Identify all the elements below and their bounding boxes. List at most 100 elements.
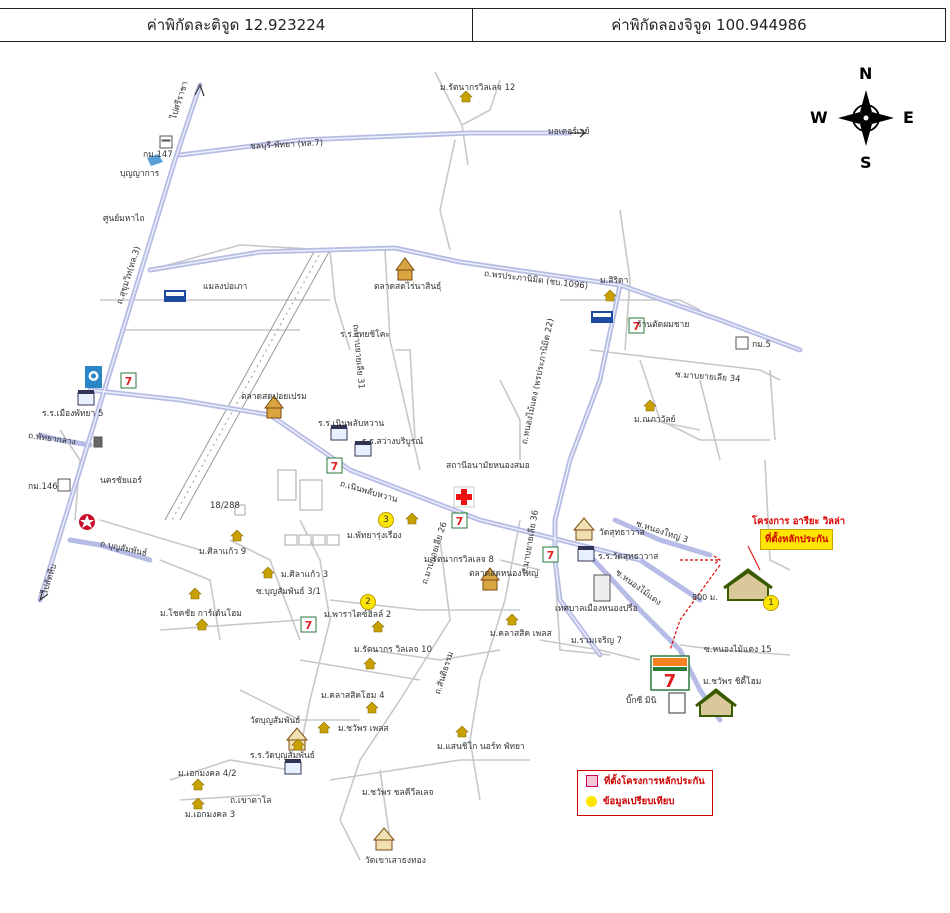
place-label: ม.รัตนากร วิลเลจ 10 <box>354 645 432 655</box>
place-label: แมลงปอเภา <box>203 282 248 292</box>
village-house-icon <box>291 738 305 751</box>
village-house-icon <box>371 620 385 633</box>
lotus-icon <box>164 290 186 302</box>
place-label: กม.147 <box>143 150 173 160</box>
main-roads-center <box>39 84 801 656</box>
compass-north: N <box>859 64 873 83</box>
place-label: ม.รัตนากรวิลเลจ 12 <box>440 83 516 93</box>
seven-eleven-icon: 7 <box>451 512 468 529</box>
place-label: ม.เอกมงคล 3 <box>185 810 236 820</box>
place-label: ร.ร.วัดสุทธาวาส <box>598 552 659 562</box>
village-house-icon <box>363 657 377 670</box>
village-house-icon <box>188 587 202 600</box>
road-label: ซ.หนองไม้แดง 15 <box>704 645 772 655</box>
longitude-readout: ค่าพิกัดลองจิจูด 100.944986 <box>472 9 945 41</box>
main-roads <box>37 82 803 723</box>
building-icon <box>57 135 749 602</box>
legend-collateral-label: ที่ตั้งโครงการหลักประกัน <box>604 775 705 787</box>
place-label: นครชัยแอร์ <box>100 476 142 486</box>
hospital-icon <box>453 486 475 508</box>
map-legend: ที่ตั้งโครงการหลักประกัน ข้อมูลเปรียบเที… <box>577 770 713 816</box>
temple-icon <box>395 257 415 281</box>
place-label: ร.ร.เมืองพัทยา 5 <box>42 409 104 419</box>
village-house-icon <box>505 613 519 626</box>
village-house-icon <box>191 797 205 810</box>
project-arrow-icon <box>680 555 722 565</box>
comparable-marker-2[interactable]: 2 <box>360 594 376 610</box>
seven-eleven-large-icon: 7 <box>650 655 690 692</box>
school-icon <box>77 154 595 775</box>
place-label: กม.146 <box>28 482 58 492</box>
place-label: บุญญาการ <box>120 169 160 179</box>
svg-text:7: 7 <box>664 671 677 692</box>
place-label: ร.ร.วัดบุญสัมพันธ์ <box>250 751 315 761</box>
compass-south: S <box>860 153 872 172</box>
svg-text:7: 7 <box>125 375 133 388</box>
place-label: ร้านตัดผมชาย <box>637 320 690 330</box>
comparable-marker-1[interactable]: 1 <box>763 595 779 611</box>
place-label: ม.พาราไดซ์ฮิลล์ 2 <box>324 610 392 620</box>
temple-icon <box>572 517 596 541</box>
place-label: บิ๊กซี มินิ <box>626 696 657 706</box>
legend-comparable-label: ข้อมูลเปรียบเทียบ <box>603 795 675 807</box>
built-blocks <box>234 469 340 546</box>
village-house-icon <box>459 90 473 103</box>
place-label: ม.ชวัพร ชลคีวีลเลจ <box>362 788 434 798</box>
place-label: ม.แสนชิโก นอร์ท พัทยา <box>437 742 525 752</box>
collateral-swatch-icon <box>586 775 598 787</box>
village-house-icon <box>191 778 205 791</box>
place-label: สถานีอนามัยหนองสมอ <box>446 461 530 471</box>
gas-station-icon <box>85 366 102 388</box>
seven-eleven-icon: 7 <box>542 546 559 563</box>
bigc-mini-icon <box>668 692 686 714</box>
place-label: ร.ร.เนินพลับหวาน <box>318 419 385 429</box>
svg-text:7: 7 <box>456 515 464 528</box>
place-label: เทศบาลเมืองหนองปรือ <box>555 604 638 614</box>
comparable-house-icon <box>695 688 737 717</box>
railway <box>164 249 331 521</box>
place-label: ม.ชวัพร ชิตี้โฮม <box>703 677 762 687</box>
place-label: ร.ร.ไทยชิโคะ <box>340 330 390 340</box>
place-label: ตลาดสดปอยเปรม <box>241 392 307 402</box>
road-label: ซ.บุญสัมพันธ์ 3/1 <box>256 587 321 597</box>
svg-text:7: 7 <box>305 619 313 632</box>
village-house-icon <box>365 701 379 714</box>
village-house-icon <box>195 618 209 631</box>
village-markers <box>188 90 657 810</box>
temple-icon <box>480 567 500 591</box>
village-house-icon <box>643 399 657 412</box>
seven-eleven-icon: 7 <box>628 317 645 334</box>
compass-east: E <box>903 108 914 127</box>
place-label: ม.โชคชัย การ์เด้นโฮม <box>160 609 242 619</box>
arrow-up-icon <box>194 83 205 97</box>
place-label: ศูนย์มหาไถ <box>103 214 145 224</box>
minor-roads <box>59 71 791 861</box>
comparable-marker-3[interactable]: 3 <box>378 512 394 528</box>
place-label: ม.คลาสสิค เพลส <box>490 629 552 639</box>
compass-rose-icon <box>838 90 894 146</box>
arrow-right-icon <box>570 128 586 138</box>
lotus-icon <box>591 311 613 323</box>
bank-icon <box>147 154 163 166</box>
place-label: วัดสุทธาวาส <box>599 528 645 538</box>
village-house-icon <box>603 289 617 302</box>
arrow-down-icon <box>38 589 49 602</box>
place-label: ตลาดสดไร่นาสินธุ์ <box>374 282 442 292</box>
caltex-icon <box>79 514 95 530</box>
seven-eleven-icon: 7 <box>326 457 343 474</box>
coordinate-header: ค่าพิกัดละติจูด 12.923224 ค่าพิกัดลองจิจ… <box>0 8 946 42</box>
svg-text:7: 7 <box>633 320 641 333</box>
legend-row-collateral: ที่ตั้งโครงการหลักประกัน <box>578 771 712 791</box>
place-label: ม.รัตนากรวิลเลจ 8 <box>424 555 494 565</box>
place-label: ม.ศิลาแก้ว 3 <box>281 570 329 580</box>
village-house-icon <box>230 529 244 542</box>
village-house-icon <box>455 725 469 738</box>
place-label: ม.ณภาวัลย์ <box>634 415 676 425</box>
place-label: ม.ศิลาแก้ว 9 <box>199 547 247 557</box>
place-label: ม.ชวัพร เพลส <box>338 724 389 734</box>
place-label: ม.เอกมงคล 4/2 <box>178 769 237 779</box>
project-route <box>669 564 721 651</box>
place-label: ม.คลาสสิคโฮม 4 <box>321 691 385 701</box>
seven-eleven-icon: 7 <box>300 616 317 633</box>
